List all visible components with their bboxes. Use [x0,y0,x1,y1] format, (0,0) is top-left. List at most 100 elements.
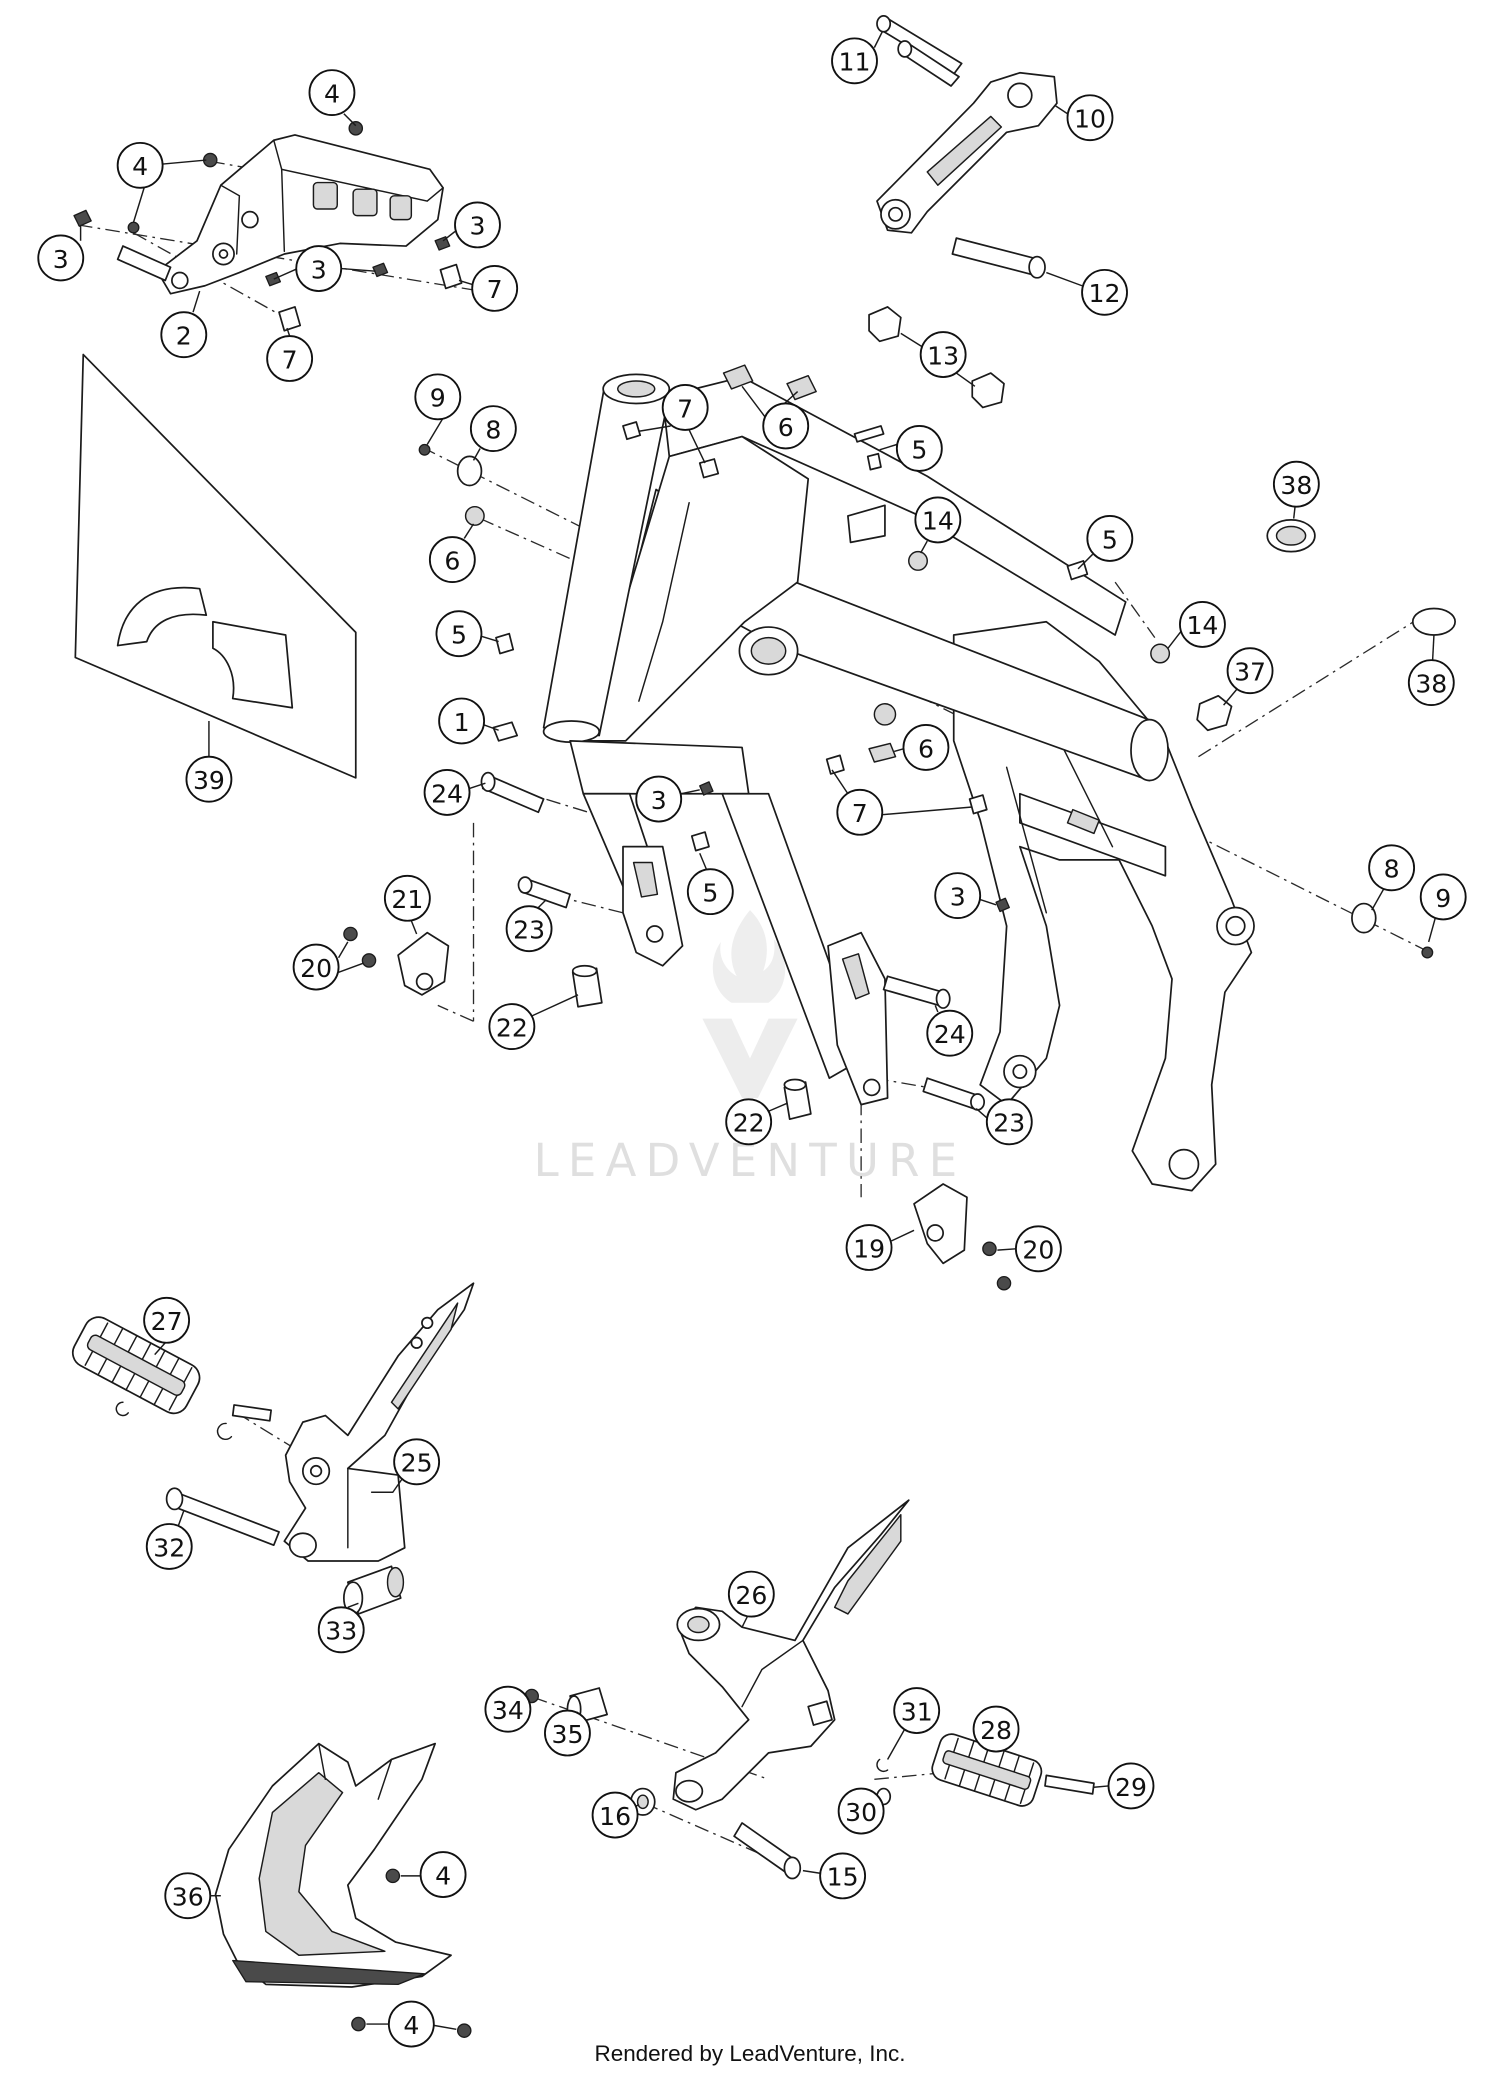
callout-31[interactable]: 31 [893,1687,941,1734]
callout-5[interactable]: 5 [1086,515,1134,562]
callout-23[interactable]: 23 [985,1098,1033,1146]
nut-14 [908,550,928,571]
callout-circle [934,872,982,920]
callout-24[interactable]: 24 [926,1009,974,1057]
callout-5[interactable]: 5 [686,868,734,916]
callout-6[interactable]: 6 [902,724,950,771]
callout-22[interactable]: 22 [488,1003,536,1050]
callout-circle [505,905,553,953]
callout-circle [1179,600,1226,648]
callout-4[interactable]: 4 [387,2000,435,2048]
callout-5[interactable]: 5 [895,425,943,472]
callout-3[interactable]: 3 [635,775,683,823]
bolt-3 [434,236,451,251]
callout-7[interactable]: 7 [266,335,314,382]
plate-1 [492,721,519,742]
left-footrest-assembly [71,1282,475,1615]
callout-28[interactable]: 28 [972,1705,1020,1753]
clip [216,1422,233,1441]
callout-7[interactable]: 7 [661,384,709,431]
callout-30[interactable]: 30 [837,1787,885,1835]
fastener-13 [971,372,1005,409]
callout-6[interactable]: 6 [762,402,810,450]
callout-20[interactable]: 20 [1014,1225,1062,1273]
fastener-13 [868,306,902,343]
callout-number: 7 [487,275,503,304]
callout-12[interactable]: 12 [1081,268,1128,316]
callout-number: 37 [1234,658,1266,687]
callout-16[interactable]: 16 [591,1791,639,1839]
callout-13[interactable]: 13 [919,331,967,378]
callout-11[interactable]: 11 [831,37,878,85]
callout-circle [895,425,943,472]
callout-number: 9 [430,384,446,413]
callout-4[interactable]: 4 [116,141,164,189]
callout-4[interactable]: 4 [419,1851,467,1898]
callout-38[interactable]: 38 [1407,659,1455,707]
callout-29[interactable]: 29 [1107,1762,1155,1810]
callout-14[interactable]: 14 [914,496,962,544]
callout-23[interactable]: 23 [505,905,553,953]
callout-1[interactable]: 1 [438,697,486,745]
callout-2[interactable]: 2 [160,311,208,359]
callout-circle [438,697,486,745]
callout-5[interactable]: 5 [435,610,483,658]
callout-number: 8 [485,415,501,444]
clip-7 [622,421,642,441]
callout-9[interactable]: 9 [1419,873,1467,921]
callout-3[interactable]: 3 [295,245,343,292]
callout-circle [661,384,709,431]
callout-35[interactable]: 35 [544,1709,591,1757]
callout-circle [686,868,734,916]
callout-circle [831,37,878,85]
grommet-6 [464,505,485,526]
callout-34[interactable]: 34 [484,1685,532,1733]
callout-number: 5 [451,620,467,649]
callout-15[interactable]: 15 [819,1852,867,1900]
callout-27[interactable]: 27 [143,1296,191,1344]
callout-39[interactable]: 39 [185,755,233,803]
callout-number: 3 [53,245,69,274]
callout-6[interactable]: 6 [428,536,476,584]
callout-number: 4 [324,79,340,108]
callout-3[interactable]: 3 [934,872,982,920]
callout-21[interactable]: 21 [383,874,431,922]
callout-38[interactable]: 38 [1272,460,1320,508]
main-frame [418,364,1456,1192]
callout-8[interactable]: 8 [1368,844,1416,892]
grommet-6 [868,742,897,763]
callout-4[interactable]: 4 [308,69,356,117]
callout-circle [845,1224,893,1271]
callout-number: 8 [1384,855,1400,884]
callout-10[interactable]: 10 [1066,94,1114,142]
callout-9[interactable]: 9 [414,373,462,421]
callout-36[interactable]: 36 [164,1872,212,1920]
callout-number: 26 [735,1581,767,1610]
callout-33[interactable]: 33 [317,1606,365,1654]
callout-number: 22 [733,1109,765,1138]
bolt-9 [418,443,431,456]
callout-8[interactable]: 8 [469,405,517,453]
callout-26[interactable]: 26 [727,1570,775,1618]
callout-24[interactable]: 24 [423,769,471,816]
callout-19[interactable]: 19 [845,1224,893,1271]
callout-22[interactable]: 22 [725,1098,773,1146]
callout-3[interactable]: 3 [37,234,85,282]
callout-37[interactable]: 37 [1226,647,1274,695]
callout-20[interactable]: 20 [292,943,340,991]
bolt-3 [995,897,1010,913]
callout-circle [295,245,343,292]
callout-14[interactable]: 14 [1179,600,1226,648]
callout-25[interactable]: 25 [393,1438,441,1486]
callout-3[interactable]: 3 [454,201,501,249]
callout-7[interactable]: 7 [836,788,884,836]
callout-32[interactable]: 32 [145,1523,193,1570]
callout-circle [428,536,476,584]
callout-7[interactable]: 7 [471,264,519,312]
decal-sheet-outline [74,353,357,779]
callout-number: 31 [901,1697,933,1726]
clip-7 [278,306,302,332]
engine-mount-hardware [343,771,1012,1291]
callout-number: 7 [677,394,693,423]
